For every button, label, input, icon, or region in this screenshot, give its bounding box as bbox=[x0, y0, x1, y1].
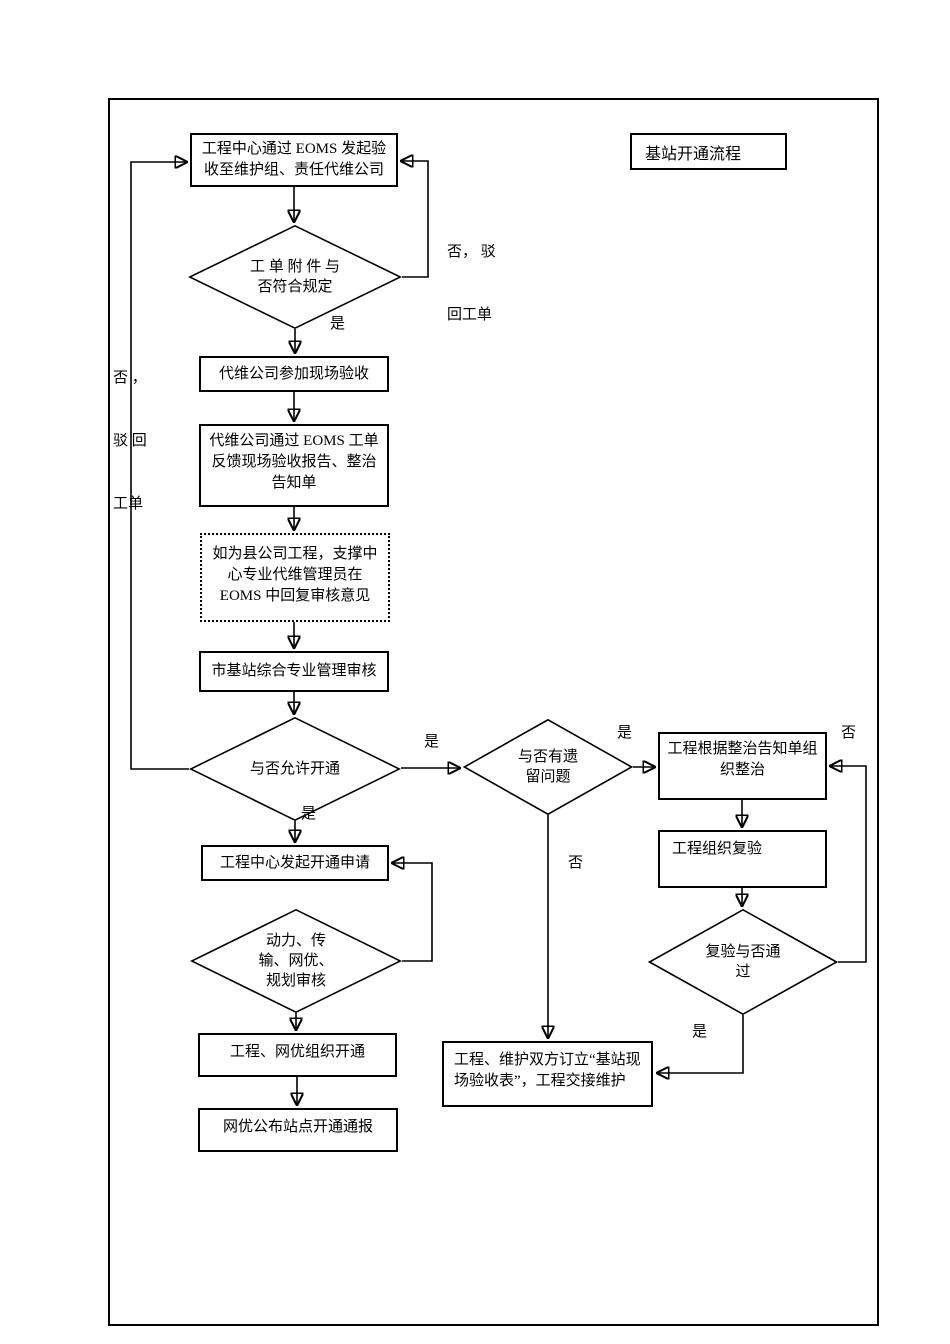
text-line: 否 ， bbox=[113, 370, 147, 386]
text-line: 输、网优、 bbox=[258, 953, 334, 969]
label-yes-allow-down: 是 bbox=[301, 806, 317, 822]
text-line: 工程、维护双方订立“基站现 bbox=[454, 1052, 641, 1068]
node-handover: 工程、维护双方订立“基站现 场验收表”，工程交接维护 bbox=[442, 1041, 653, 1107]
label-no-remaining: 否 bbox=[568, 855, 584, 871]
text-line: 收至维护组、责任代维公司 bbox=[203, 162, 384, 178]
node-open-request: 工程中心发起开通申请 bbox=[201, 845, 389, 881]
diagram-title-box: 基站开通流程 bbox=[630, 133, 787, 170]
node-county-review: 如为县公司工程，支撑中 心专业代维管理员在 EOMS 中回复审核意见 bbox=[200, 533, 390, 622]
node-site-acceptance: 代维公司参加现场验收 bbox=[199, 356, 389, 392]
text-line: 如为县公司工程，支撑中 bbox=[212, 546, 378, 562]
text-line: 工程、网优组织开通 bbox=[229, 1044, 365, 1060]
text-line: 市基站综合专业管理审核 bbox=[211, 663, 377, 679]
diamond-shape bbox=[648, 909, 838, 1015]
page-border bbox=[108, 98, 879, 1326]
text-line: 过 bbox=[735, 964, 751, 980]
text-line: 否符合规定 bbox=[257, 279, 333, 295]
node-publish-notice: 网优公布站点开通通报 bbox=[198, 1108, 398, 1152]
node-city-review: 市基站综合专业管理审核 bbox=[199, 651, 389, 692]
text-line: EOMS 中回复审核意见 bbox=[219, 588, 371, 604]
text-line: 留问题 bbox=[525, 769, 571, 785]
label-yes-attachment: 是 bbox=[330, 316, 346, 332]
diamond-shape bbox=[190, 909, 402, 1013]
text-line: 工程根据整治告知单组 bbox=[667, 741, 818, 757]
text-line: 场验收表”，工程交接维护 bbox=[454, 1073, 626, 1089]
decision-recheck-pass: 复验与否通 过 bbox=[648, 909, 838, 1015]
text-line: 心专业代维管理员在 bbox=[227, 567, 363, 583]
label-yes-allow-right: 是 bbox=[424, 734, 440, 750]
diagram-title: 基站开通流程 bbox=[645, 145, 742, 163]
label-reject-right: 否， 驳 回工单 bbox=[447, 200, 496, 368]
node-start: 工程中心通过 EOMS 发起验 收至维护组、责任代维公司 bbox=[190, 133, 398, 187]
text-line: 动力、传 bbox=[265, 933, 326, 949]
label-no-recheck: 否 bbox=[841, 725, 857, 741]
node-rectification: 工程根据整治告知单组 织整治 bbox=[658, 732, 827, 800]
text-line: 否， 驳 bbox=[447, 244, 496, 260]
text-line: 工程中心通过 EOMS 发起验 bbox=[201, 141, 387, 157]
text-line: 代维公司参加现场验收 bbox=[218, 365, 369, 382]
text-line: 网优公布站点开通通报 bbox=[222, 1119, 373, 1135]
text-line: 代维公司通过 EOMS 工单 bbox=[209, 433, 379, 449]
text-line: 与否允许开通 bbox=[249, 761, 340, 777]
text-line: 反馈现场验收报告、整治 bbox=[211, 454, 377, 470]
node-organize-open: 工程、网优组织开通 bbox=[198, 1033, 397, 1077]
text-line: 工 单 附 件 与 bbox=[249, 259, 340, 275]
label-reject-left: 否 ， 驳 回 工单 bbox=[113, 326, 147, 557]
text-line: 复验与否通 bbox=[705, 944, 781, 960]
diamond-shape bbox=[463, 719, 633, 815]
text-line: 告知单 bbox=[271, 475, 317, 491]
text-line: 规划审核 bbox=[265, 973, 326, 989]
node-feedback-report: 代维公司通过 EOMS 工单 反馈现场验收报告、整治 告知单 bbox=[199, 424, 389, 507]
text-line: 驳 回 bbox=[113, 433, 147, 449]
text-line: 工程中心发起开通申请 bbox=[219, 854, 370, 871]
node-recheck: 工程组织复验 bbox=[658, 830, 827, 888]
diamond-shape bbox=[188, 225, 402, 329]
text-line: 工单 bbox=[113, 496, 144, 512]
diamond-shape bbox=[189, 717, 401, 821]
text-line: 织整治 bbox=[719, 762, 765, 778]
decision-allow-open: 与否允许开通 bbox=[189, 717, 401, 821]
decision-multi-review: 动力、传 输、网优、 规划审核 bbox=[190, 909, 402, 1013]
decision-remaining-issues: 与否有遗 留问题 bbox=[463, 719, 633, 815]
text-line: 与否有遗 bbox=[517, 749, 578, 765]
text-line: 工程组织复验 bbox=[672, 841, 763, 857]
decision-attachment-check: 工 单 附 件 与 否符合规定 bbox=[188, 225, 402, 329]
text-line: 回工单 bbox=[447, 307, 493, 323]
label-yes-remaining: 是 bbox=[617, 725, 633, 741]
label-yes-recheck: 是 bbox=[692, 1024, 708, 1040]
